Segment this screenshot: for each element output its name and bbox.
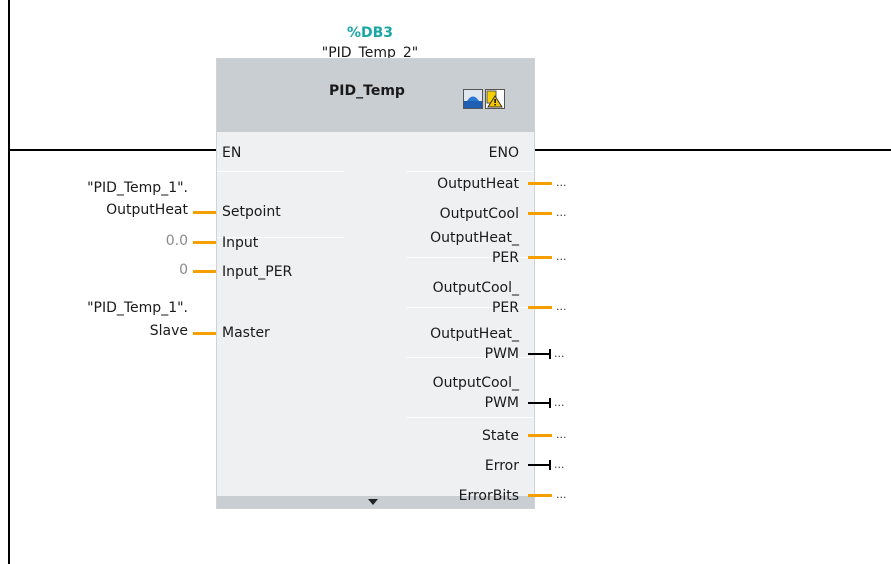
pin-output-heat-pwm-line1: OutputHeat_ [430, 326, 519, 342]
pin-output-cool-per-line1: OutputCool_ [432, 280, 519, 296]
output-cool-per-operand[interactable]: ... [556, 300, 567, 313]
eno-line [535, 149, 891, 151]
error-bits-operand[interactable]: ... [556, 488, 567, 501]
pin-output-cool-per-line2: PER [491, 300, 519, 316]
pin-output-cool-pwm-line1: OutputCool_ [432, 375, 519, 391]
separator [407, 307, 534, 308]
instance-name[interactable]: "PID_Temp_2" [321, 45, 419, 61]
separator [407, 357, 534, 358]
pin-output-cool-pwm-line2: PWM [484, 395, 519, 411]
pin-output-heat-per-line2: PER [491, 250, 519, 266]
pin-master: Master [222, 325, 270, 341]
instance-db-icon[interactable] [463, 89, 483, 109]
wire-end-cap [549, 398, 551, 408]
output-cool-pwm-operand[interactable]: ... [554, 396, 565, 409]
expand-arrow-icon[interactable] [367, 498, 379, 506]
input-operand[interactable]: 0.0 [165, 233, 188, 249]
separator [407, 417, 534, 418]
input-wire [193, 241, 216, 244]
power-rail [8, 0, 10, 564]
pin-error-bits: ErrorBits [458, 488, 519, 504]
separator [217, 237, 344, 238]
pin-en: EN [222, 145, 242, 161]
en-power-line [8, 149, 216, 151]
pin-state: State [481, 428, 519, 444]
output-heat-operand[interactable]: ... [556, 176, 567, 189]
pin-eno: ENO [488, 145, 519, 161]
wire-end-cap [549, 349, 551, 359]
output-cool-pwm-wire [528, 402, 550, 404]
output-cool-operand[interactable]: ... [556, 206, 567, 219]
output-heat-wire [528, 182, 552, 185]
pin-output-heat-pwm-line2: PWM [484, 346, 519, 362]
output-heat-per-operand[interactable]: ... [556, 250, 567, 263]
input-per-wire [193, 270, 216, 273]
state-operand[interactable]: ... [556, 428, 567, 441]
pin-output-cool: OutputCool [439, 206, 519, 222]
master-operand-line2[interactable]: Slave [149, 323, 188, 339]
pin-setpoint: Setpoint [222, 204, 281, 220]
separator [217, 171, 344, 172]
setpoint-wire [193, 211, 216, 214]
setpoint-operand-line1[interactable]: "PID_Temp_1". [87, 180, 188, 196]
state-wire [528, 434, 552, 437]
pin-error: Error [484, 458, 519, 474]
pid-temp-block[interactable]: PID_Temp [216, 58, 535, 509]
output-cool-wire [528, 212, 552, 215]
output-heat-pwm-wire [528, 353, 550, 355]
error-operand[interactable]: ... [554, 458, 565, 471]
block-type-name: PID_Temp [329, 83, 405, 99]
setpoint-operand-line2[interactable]: OutputHeat [106, 202, 188, 218]
master-operand-line1[interactable]: "PID_Temp_1". [87, 300, 188, 316]
pin-output-heat-per-line1: OutputHeat_ [430, 230, 519, 246]
error-bits-wire [528, 494, 552, 497]
warning-icon[interactable] [485, 89, 505, 109]
output-cool-per-wire [528, 306, 552, 309]
output-heat-pwm-operand[interactable]: ... [554, 347, 565, 360]
pin-input-per: Input_PER [222, 264, 293, 280]
db-address: %DB3 [346, 25, 394, 41]
wire-end-cap [549, 460, 551, 470]
output-heat-per-wire [528, 256, 552, 259]
error-wire [528, 464, 550, 466]
pin-output-heat: OutputHeat [437, 176, 519, 192]
master-wire [193, 332, 216, 335]
pin-input: Input [222, 235, 259, 251]
separator [407, 257, 534, 258]
separator [407, 171, 534, 172]
input-per-operand[interactable]: 0 [179, 262, 188, 278]
